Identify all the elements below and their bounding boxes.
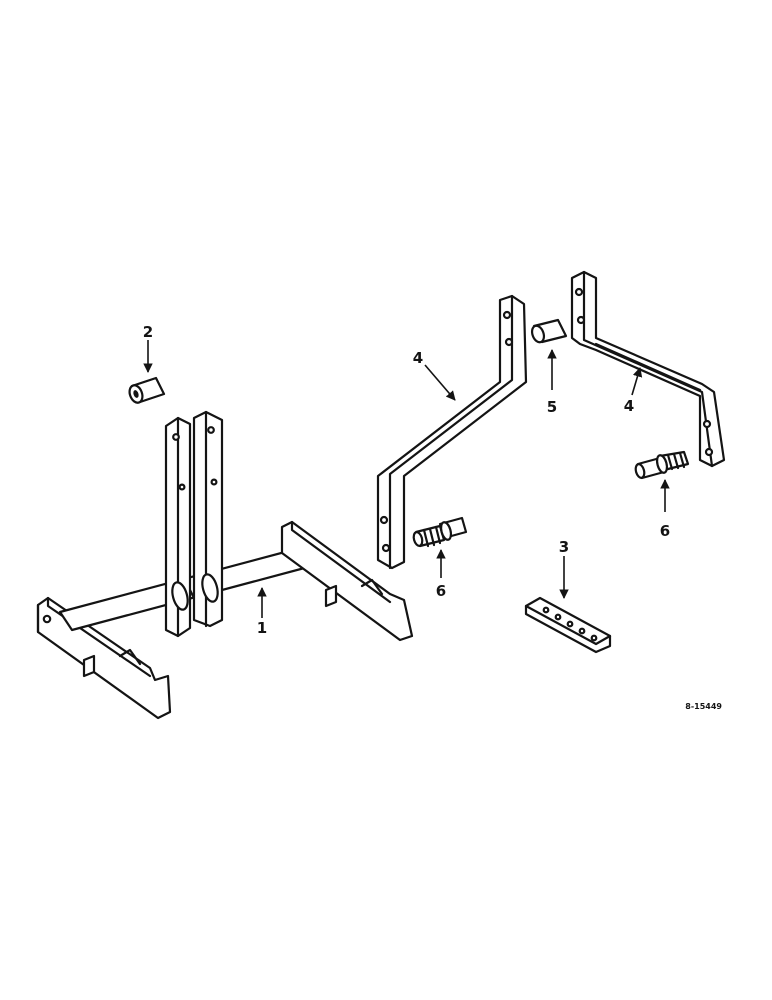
callout-1: 1	[257, 619, 267, 637]
sleeve-end	[530, 324, 546, 344]
part-2-bushing	[128, 376, 166, 404]
reference-code: 8-15449	[685, 702, 722, 711]
callout-4-right: 4	[624, 397, 634, 415]
part-5-sleeve	[530, 318, 568, 344]
part-6-stud-left	[412, 516, 468, 548]
part-4-bracket-right	[570, 270, 726, 468]
leader-4-right	[631, 367, 643, 396]
callout-2: 2	[143, 323, 153, 341]
callout-6-right: 6	[660, 522, 670, 540]
callout-6-left: 6	[436, 582, 446, 600]
part-4-bracket-left	[376, 294, 528, 570]
leader-4-left	[424, 364, 456, 401]
callout-3: 3	[559, 538, 569, 556]
left-bar-lug	[82, 654, 96, 678]
part-1-frame-assembly	[36, 410, 414, 720]
bracket-left-body	[376, 294, 528, 570]
callout-5: 5	[547, 398, 557, 416]
leader-lines	[143, 340, 670, 618]
callout-4-left: 4	[413, 349, 423, 367]
part-3-strap	[524, 596, 612, 654]
right-bar-lug	[324, 584, 338, 608]
part-6-stud-right	[634, 450, 690, 480]
side-bar-hole	[42, 614, 52, 624]
right-side-bar	[280, 520, 414, 642]
